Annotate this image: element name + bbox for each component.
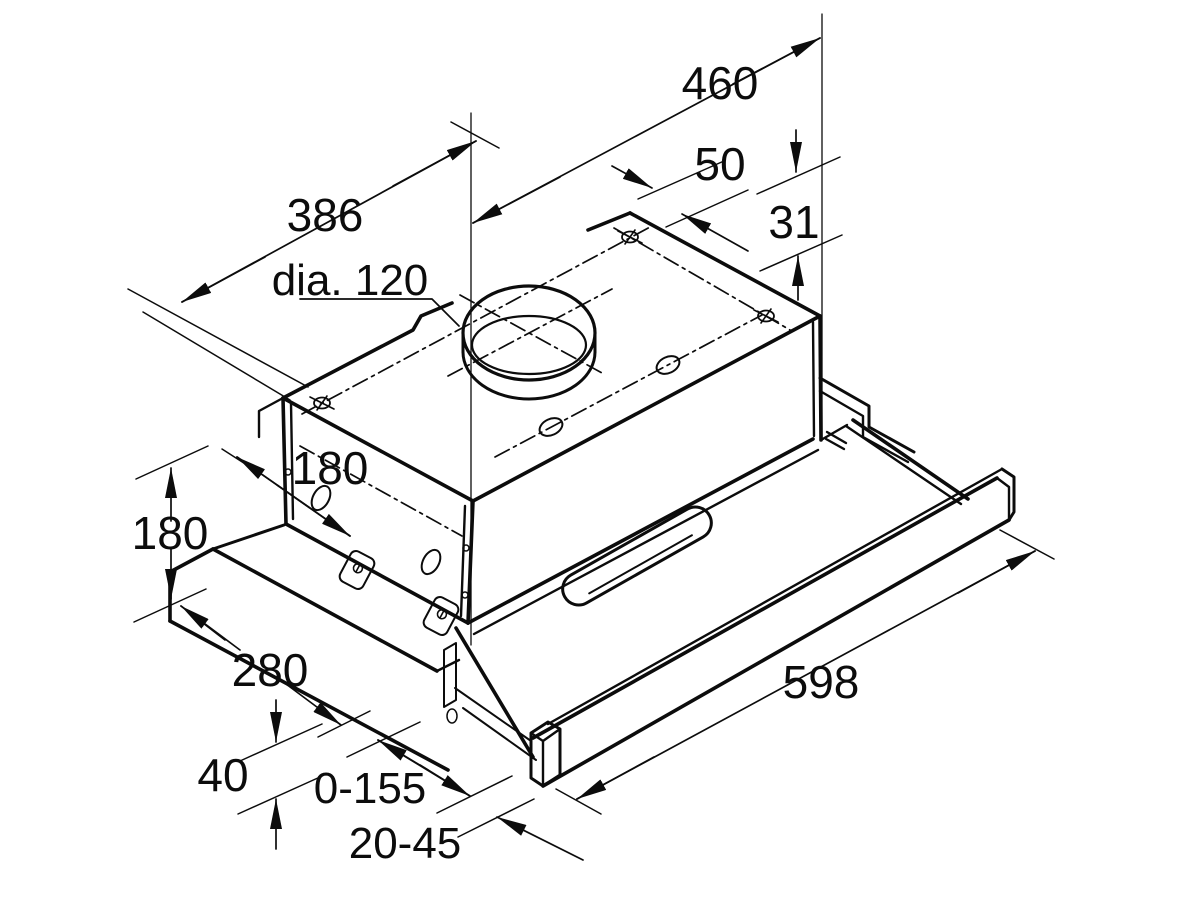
edge-screw-2 [462, 544, 470, 552]
ext-598-right [999, 529, 1055, 560]
front-rail-rear-top-edge [546, 467, 1004, 726]
slab-right-jog [435, 658, 461, 673]
body-front-top-edge [471, 314, 822, 503]
body-left-bottom-edge [284, 522, 470, 625]
drawer-left-edge [454, 626, 535, 759]
drawer-right-inner-edge [844, 424, 963, 506]
front-rail-top-edge [531, 476, 999, 740]
centerline-front-holes [494, 314, 763, 458]
dim-label-40: 40 [197, 749, 248, 801]
pullout-handle [561, 505, 713, 607]
ext-180v-top [135, 445, 209, 480]
dim-line-50 [611, 165, 653, 189]
mount-plate-1 [338, 550, 376, 590]
ext-40-top [239, 723, 323, 762]
dim-label-31: 31 [768, 196, 819, 248]
left-face-hole-2 [420, 548, 442, 576]
ext-31-b [759, 234, 843, 272]
duct-crosshair-depth [459, 294, 603, 374]
edge-screw-1 [284, 468, 292, 476]
left-face-hole-1 [310, 484, 332, 512]
ext-0155-b [436, 775, 513, 814]
deck-rear-edge [472, 448, 820, 636]
body-rear-edge-right [586, 211, 632, 232]
drawer-right-edge [851, 418, 970, 501]
slide-rails [454, 687, 537, 761]
base-slab-left-end [168, 547, 215, 623]
front-left-inner-edge [459, 504, 467, 618]
centerline-top-width [301, 225, 653, 415]
ext-280-right [317, 710, 371, 738]
dim-line-2045 [496, 816, 584, 861]
front-rail-left-post [529, 720, 562, 788]
body-front-left-vertical-edge [466, 499, 475, 625]
ext-40-bottom [237, 776, 321, 815]
ext-50-b [665, 189, 749, 228]
base-slab-rear-join [211, 523, 286, 551]
ext-0155-a [346, 721, 421, 758]
duct-collar-bottom-arc [461, 350, 597, 401]
slide-post [443, 642, 457, 708]
dim-label-50: 50 [694, 138, 745, 190]
front-rail-right-cap-inner [995, 476, 1011, 521]
body-left-vertical-edge [281, 396, 288, 526]
handle-outline [561, 505, 713, 607]
dim-label-dia120: dia. 120 [272, 256, 429, 305]
right-inner-edge [811, 320, 816, 438]
duct-collar [461, 284, 597, 401]
centerline-top-depth [613, 227, 791, 331]
duct-collar-inner-rim [470, 314, 588, 376]
dim-label-280: 280 [232, 644, 309, 696]
ext-180d [221, 448, 251, 468]
dim-label-0-155: 0-155 [314, 764, 427, 813]
right-bracket-step-outer [818, 376, 916, 454]
ext-left-long-2 [142, 311, 291, 401]
base-slab-bottom-edge [168, 619, 450, 772]
dim-label-180-side: 180 [292, 442, 369, 494]
body-front-bottom-edge [466, 437, 815, 625]
mount-plate-2 [422, 596, 460, 636]
front-rail-bottom-edge [541, 518, 1011, 788]
base-slab-top-edge [211, 547, 439, 673]
dim-label-460: 460 [682, 57, 759, 109]
front-rail-right-cap [1000, 467, 1016, 522]
duct-collar-sides [461, 331, 597, 354]
ext-598-left [555, 788, 602, 815]
body-right-rear-edge [628, 211, 822, 318]
dim-label-20-45: 20-45 [349, 819, 462, 868]
right-bracket-step-inner [818, 389, 910, 464]
front-rail-left-post-edges [529, 727, 562, 788]
ext-left-long-1 [127, 288, 309, 388]
ext-50-a [637, 160, 725, 200]
centerline-left-face [299, 445, 463, 537]
body-left-top-edge [281, 396, 475, 503]
left-panel-inner-edge [289, 401, 295, 521]
edge-screw-3 [461, 591, 469, 599]
ext-31-a [756, 156, 841, 195]
dimension-labels: 460 50 31 386 dia. 120 180 180 280 40 0-… [132, 57, 860, 868]
extension-lines [127, 121, 1055, 838]
ext-386-right [450, 121, 500, 149]
detail-lines [257, 320, 1016, 788]
dim-label-598: 598 [783, 656, 860, 708]
slide-hole [446, 708, 458, 724]
leader-dia120 [299, 298, 460, 327]
right-bracket-join [819, 423, 849, 442]
dim-label-180-height: 180 [132, 507, 209, 559]
dim-label-386: 386 [287, 189, 364, 241]
dimension-lines [165, 37, 1036, 861]
ext-180v-bottom [133, 588, 207, 623]
ext-2045 [457, 798, 535, 838]
rear-panel-sliver [257, 396, 285, 439]
centerlines [299, 225, 791, 537]
body-rear-edge-left [281, 301, 454, 400]
handle-inner-line [588, 534, 693, 595]
right-bracket-clip [824, 430, 848, 451]
